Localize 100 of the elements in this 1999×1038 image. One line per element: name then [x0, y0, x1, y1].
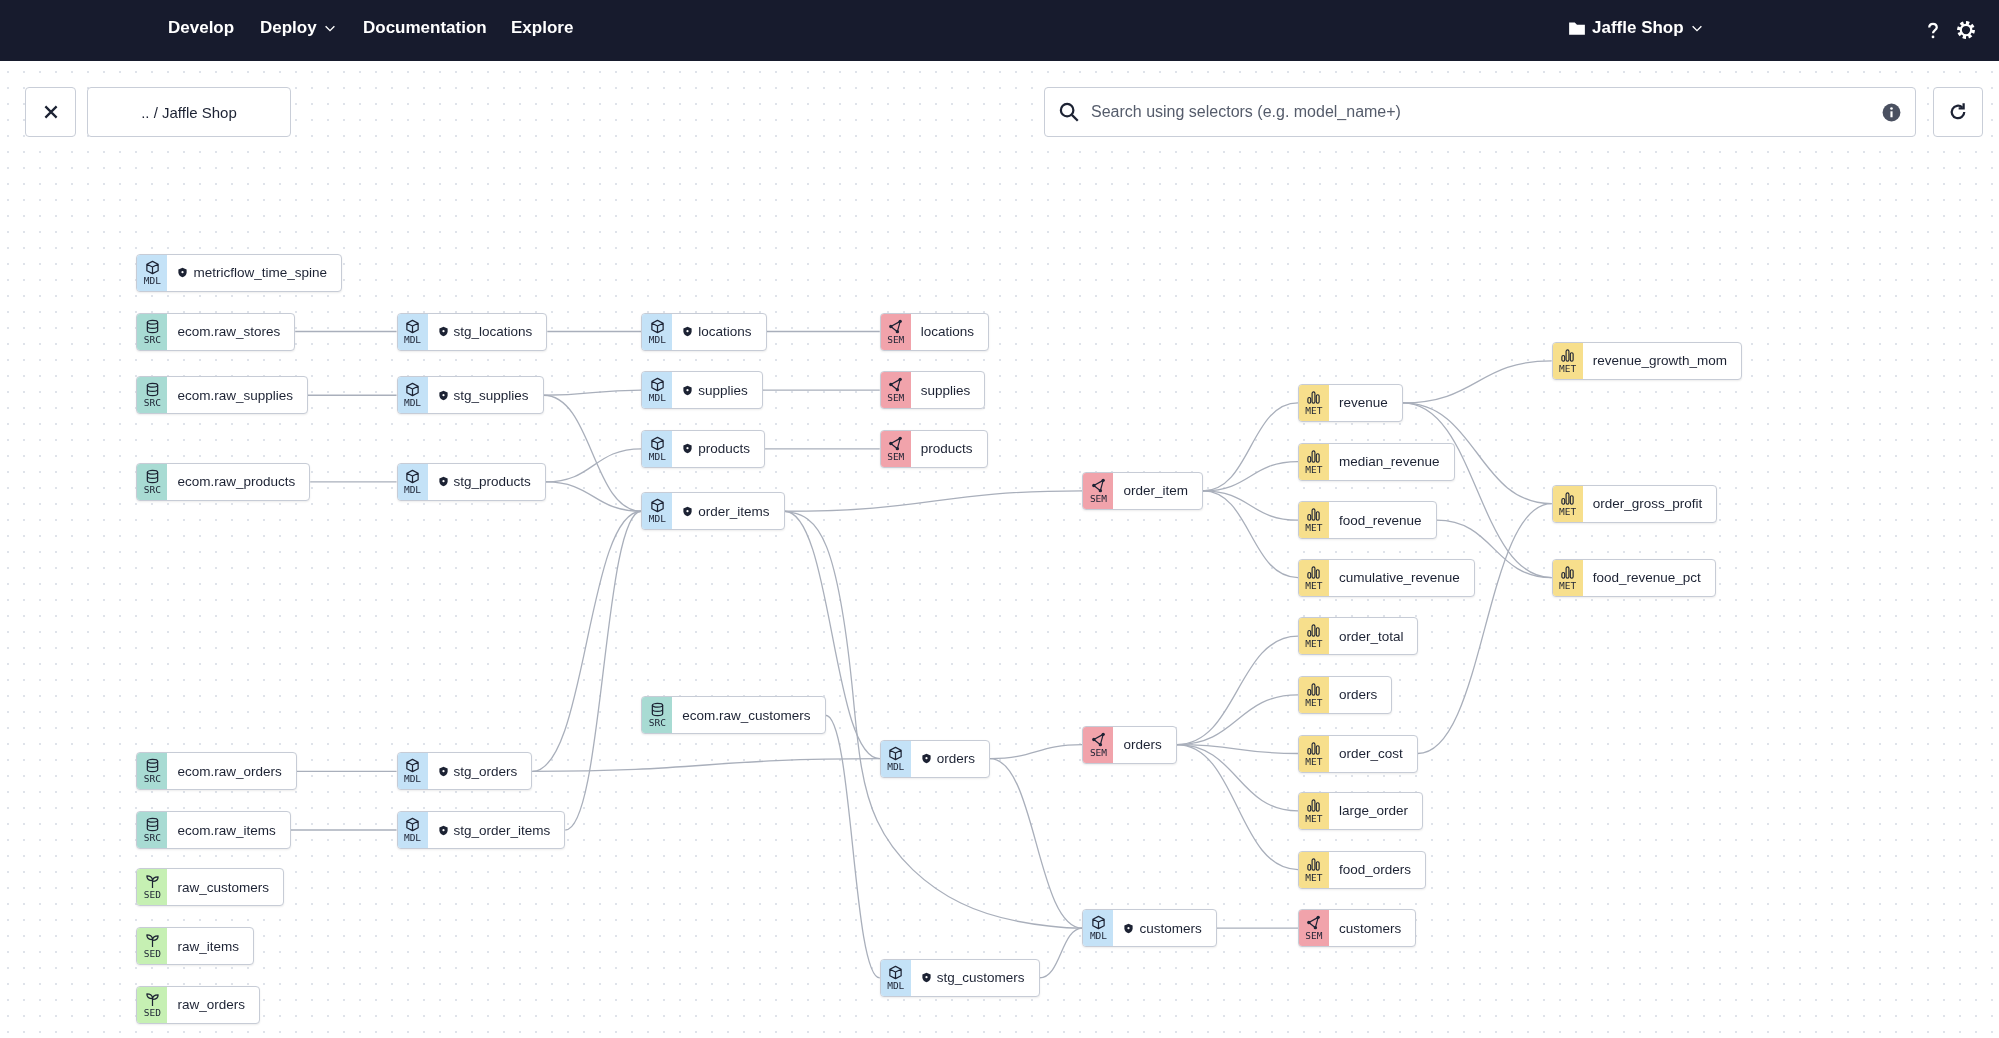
lineage-node	[136, 376, 308, 415]
badge-label: MDL	[403, 832, 422, 843]
lineage-node	[641, 696, 826, 735]
node-name: median_revenue	[1338, 454, 1440, 470]
lineage-node	[136, 312, 296, 351]
lineage-edge	[564, 510, 642, 831]
node-name: stg_orders	[453, 763, 518, 779]
lineage-node	[396, 376, 544, 415]
node-name: products	[698, 441, 751, 457]
lineage-edge	[1176, 743, 1299, 871]
lineage-node	[136, 811, 291, 849]
node-name: ecom.raw_products	[177, 474, 296, 490]
breadcrumb-button: .. / Jaffle Shop	[87, 87, 291, 137]
nav-link: Documentation	[363, 18, 487, 38]
lineage-edge	[1038, 927, 1084, 979]
badge-label: MDL	[887, 760, 905, 772]
lineage-edge	[290, 829, 398, 831]
node-name: ecom.raw_orders	[177, 763, 282, 779]
badge-label: MDL	[403, 397, 422, 409]
node-name: order_item	[1123, 483, 1188, 499]
lineage-node	[879, 429, 988, 468]
lineage-node	[641, 492, 785, 531]
lineage-edge	[762, 389, 881, 391]
badge-label: SRC	[143, 333, 161, 345]
lineage-node	[136, 253, 342, 292]
node-name: supplies	[698, 382, 748, 398]
node-name: ecom.raw_items	[177, 822, 276, 838]
node-name: food_revenue_pct	[1592, 570, 1701, 586]
lineage-edge	[531, 758, 881, 773]
badge-label: MET	[1559, 579, 1577, 591]
lineage-edge	[545, 481, 642, 512]
node-name: supplies	[920, 382, 971, 398]
lineage-node	[136, 462, 311, 501]
badge-label: SRC	[648, 717, 666, 729]
node-name: raw_orders	[177, 997, 245, 1013]
lineage-node	[879, 958, 1040, 997]
lineage-edge	[989, 758, 1084, 929]
badge-label: SEM	[887, 392, 905, 404]
badge-label: MDL	[403, 773, 422, 785]
badge-label: MDL	[143, 274, 161, 286]
badge-label: MDL	[403, 483, 422, 495]
lineage-node	[879, 739, 990, 778]
node-name: locations	[698, 324, 752, 339]
node-name: products	[920, 441, 973, 457]
lineage-node	[1297, 558, 1475, 597]
node-name: stg_locations	[453, 324, 533, 339]
node-name: order_total	[1338, 628, 1404, 644]
lineage-node	[136, 985, 260, 1024]
nav-link: Develop	[168, 18, 235, 38]
badge-label: MDL	[648, 513, 666, 525]
lineage-node	[1297, 675, 1393, 714]
lineage-edge	[765, 330, 881, 333]
lineage-node	[1297, 791, 1423, 830]
badge-label: SED	[143, 1006, 161, 1018]
lineage-node	[641, 429, 766, 468]
lineage-node	[136, 868, 284, 907]
lineage-edge	[1435, 519, 1553, 579]
node-name: ecom.raw_supplies	[177, 387, 293, 403]
node-name: order_cost	[1338, 746, 1403, 761]
badge-label: MET	[1305, 638, 1323, 650]
lineage-node	[396, 462, 546, 501]
lineage-node	[396, 752, 533, 791]
node-name: revenue_growth_mom	[1592, 353, 1727, 369]
badge-label: MET	[1305, 522, 1323, 534]
node-name: orders	[1123, 737, 1162, 753]
badge-label: SED	[143, 889, 161, 901]
node-name: stg_products	[453, 474, 531, 490]
lineage-edge	[764, 448, 881, 450]
node-name: orders	[1338, 687, 1378, 703]
node-name: stg_order_items	[453, 822, 551, 838]
lineage-node	[1297, 909, 1417, 948]
lineage-edge	[1216, 927, 1299, 929]
lineage-node	[1297, 734, 1418, 773]
badge-label: MET	[1559, 362, 1577, 374]
lineage-node	[136, 927, 254, 966]
badge-label: MDL	[887, 979, 905, 991]
node-name: customers	[1338, 920, 1402, 936]
lineage-edge	[294, 330, 398, 333]
node-name: order_items	[698, 503, 770, 519]
node-name: stg_customers	[936, 970, 1025, 986]
badge-label: MET	[1305, 579, 1323, 591]
node-name: cumulative_revenue	[1338, 570, 1460, 586]
lineage-node	[1297, 617, 1419, 656]
badge-label: MET	[1305, 696, 1323, 708]
lineage-node	[1297, 383, 1403, 422]
lineage-node	[1082, 471, 1203, 510]
lineage-node	[1082, 909, 1217, 948]
badge-label: SEM	[887, 333, 905, 345]
badge-label: MDL	[1089, 930, 1108, 942]
lineage-node	[1551, 484, 1718, 523]
lineage-node	[1297, 850, 1426, 889]
badge-label: MDL	[403, 333, 422, 345]
lineage-edge	[296, 770, 398, 773]
badge-label: MDL	[648, 450, 666, 462]
node-name: ecom.raw_customers	[682, 707, 811, 723]
badge-label: SED	[143, 948, 161, 960]
lineage-edge	[309, 481, 398, 483]
node-name: food_orders	[1338, 862, 1411, 878]
node-name: food_revenue	[1338, 512, 1422, 528]
lineage-node	[1297, 501, 1437, 540]
